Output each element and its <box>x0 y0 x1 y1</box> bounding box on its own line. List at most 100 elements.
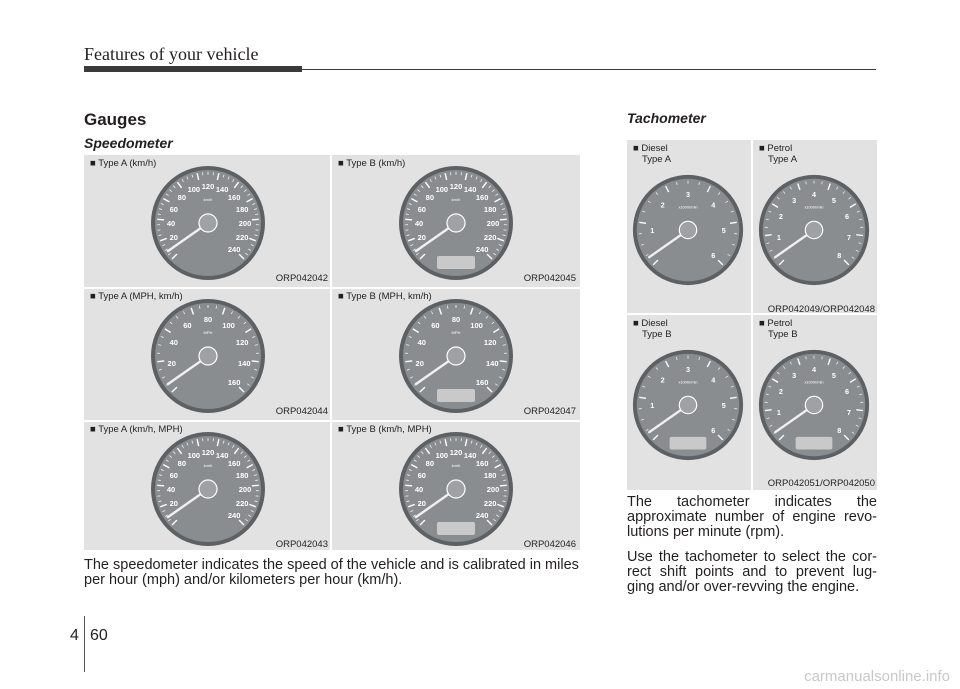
gauge-tick <box>827 358 831 366</box>
gauge-tick <box>771 203 779 208</box>
gauge-tick <box>488 185 492 189</box>
gauge-hub <box>198 346 218 366</box>
gauge-tick <box>159 503 168 508</box>
gauge-tick <box>176 447 183 455</box>
gauge-tick <box>429 178 432 182</box>
gauge-tick <box>161 376 165 379</box>
gauge-tick-label: 180 <box>484 205 497 214</box>
gauge-display <box>437 389 475 402</box>
gauge-tick-label: 6 <box>711 251 715 260</box>
gauge-tick <box>408 336 412 338</box>
gauge-display <box>795 436 833 450</box>
gauge-tick <box>493 518 496 522</box>
gauge-tick <box>181 444 184 448</box>
gauge-tick <box>407 503 416 508</box>
gauge-tick-label: 200 <box>239 219 252 228</box>
gauge-tick <box>246 197 254 203</box>
gauge-tick <box>158 474 163 476</box>
gauge-tick <box>500 336 504 338</box>
section-title: Gauges <box>84 110 147 129</box>
type-label: Type A <box>642 154 672 165</box>
gauge-tick <box>158 500 162 502</box>
gauge-tick <box>843 434 850 441</box>
gauge-tick <box>848 371 851 375</box>
type-label: Type B <box>768 329 798 340</box>
gauge-tick <box>196 173 200 181</box>
gauge-tick <box>162 510 166 513</box>
gauge-tick-label: 240 <box>476 511 489 520</box>
gauge-tick <box>827 183 831 191</box>
gauge-tick-label: 220 <box>484 233 497 242</box>
fuel-type-label: ■ Petrol <box>759 143 793 154</box>
gauge-tick <box>250 244 254 247</box>
gauge-tick <box>246 383 250 386</box>
gauge-tick <box>410 510 414 513</box>
gauge-tick <box>215 305 217 309</box>
fuel-type-label: ■ Diesel <box>633 318 668 329</box>
gauge-tick <box>410 463 418 469</box>
header-rule-thick <box>84 66 302 72</box>
gauge-tick <box>764 234 772 237</box>
gauge-tick <box>254 368 258 371</box>
gauge-tick <box>420 451 424 455</box>
gauge-tick <box>639 221 647 225</box>
figure-code: ORP042043 <box>275 539 328 550</box>
gauge-unit-label: km/h <box>452 197 461 202</box>
gauge-tick <box>186 176 189 180</box>
gauge-tick <box>444 173 448 181</box>
gauge-tick <box>463 305 465 309</box>
gauge-tick <box>730 210 734 213</box>
gauge-tick <box>408 469 412 471</box>
gauge-tick <box>481 181 488 189</box>
gauge-tick <box>157 360 165 363</box>
gauge-tick-label: 20 <box>170 499 178 508</box>
gauge-display <box>437 256 475 269</box>
gauge-tick <box>494 197 502 203</box>
gauge-tick <box>169 455 172 458</box>
gauge-tick <box>641 244 644 246</box>
gauge-tick-label: 100 <box>436 185 449 194</box>
gauge-type-label: ■ Type A (km/h, MPH) <box>90 424 183 435</box>
gauge-tick <box>255 479 259 481</box>
gauge-tick <box>186 442 189 446</box>
gauge-tick <box>495 193 499 196</box>
gauge-type-label: ■ Type B (km/h, MPH) <box>338 424 432 435</box>
gauge-tick <box>717 434 724 441</box>
gauge-tick <box>158 234 162 236</box>
gauge-tick <box>496 248 500 251</box>
gauge-type-label: ■ Type A (km/h) <box>90 158 157 169</box>
gauge-tick-label: 140 <box>216 451 229 460</box>
gauge-tick <box>405 360 413 363</box>
gauge-tick-label: 8 <box>837 426 841 435</box>
gauge-tick <box>764 409 772 412</box>
gauge-tick <box>732 419 735 421</box>
gauge-tick <box>252 203 256 205</box>
gauge-tick <box>727 428 731 432</box>
gauge-tick <box>652 259 659 266</box>
gauge-hub <box>446 213 466 233</box>
gauge-tick-label: 80 <box>426 459 434 468</box>
gauge-tick <box>417 189 420 192</box>
gauge-tick <box>480 444 483 448</box>
gauge-tick <box>412 248 416 251</box>
gauge-tick <box>439 440 442 444</box>
gauge-tick <box>431 311 434 315</box>
section-number: 4 <box>70 627 79 644</box>
gauge-tick <box>765 393 769 396</box>
gauge-tick <box>409 376 413 379</box>
gauge-tick <box>237 315 241 319</box>
gauge-tick-label: 60 <box>170 205 178 214</box>
figure-code: ORP042051/ORP042050 <box>767 478 875 489</box>
gauge-tick <box>639 396 647 400</box>
gauge-tick <box>797 358 801 366</box>
gauge-tick <box>157 213 161 215</box>
fuel-type-label: ■ Diesel <box>633 143 668 154</box>
gauge-tick <box>475 176 478 180</box>
gauge-tick <box>172 451 176 455</box>
